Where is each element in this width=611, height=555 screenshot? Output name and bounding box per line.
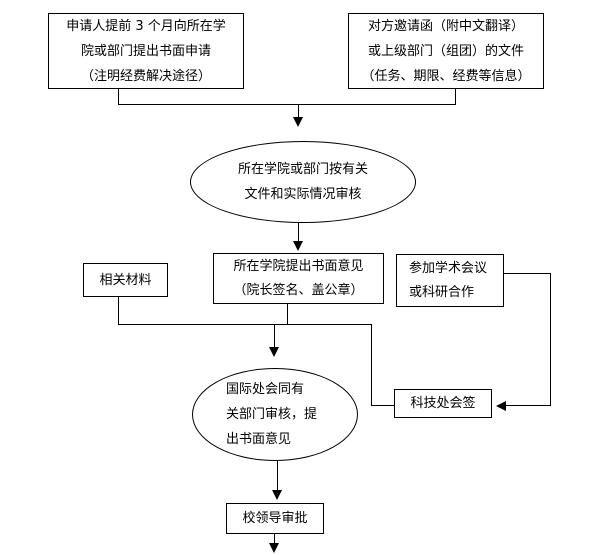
- arrowhead-to-college-opinion: [293, 241, 303, 251]
- connector-middle-bus: [118, 324, 372, 325]
- node-line: 参加学术会议: [409, 260, 488, 276]
- node-line: 申请人提前 3 个月向所在学: [66, 18, 226, 34]
- flowchart-node-related-materials: 相关材料: [83, 263, 168, 297]
- node-line: 科技处会签: [410, 396, 476, 411]
- connector-materials-down: [118, 296, 119, 325]
- connector-bus-to-review-stem: [298, 104, 299, 118]
- node-line: 关部门审核，提: [226, 407, 318, 422]
- connector-opinion-down: [287, 303, 288, 325]
- node-line: 文件和实际情况审核: [244, 187, 362, 202]
- flowchart-node-leader-approval: 校领导审批: [226, 503, 324, 534]
- connector-leader-down-stem: [274, 533, 275, 544]
- flowchart-node-purpose: 参加学术会议 或科研合作: [396, 254, 504, 307]
- flowchart-node-scitech-countersign: 科技处会签: [394, 389, 492, 418]
- node-line: （注明经费解决途径）: [80, 68, 211, 84]
- arrowhead-flow-continues: [269, 543, 279, 553]
- node-line: （院长签名、盖公章）: [233, 282, 364, 298]
- flowchart-node-intl-office-review: 国际处会同有 关部门审核，提 出书面意见: [192, 368, 358, 461]
- connector-top-bus: [118, 104, 456, 105]
- connector-invite-down: [455, 88, 456, 105]
- arrowhead-to-leader-approval: [272, 490, 282, 500]
- node-line: 出书面意见: [226, 432, 292, 447]
- connector-bus-to-intl-stem: [274, 324, 275, 348]
- connector-apply-down: [118, 88, 119, 105]
- connector-purpose-to-scitech: [506, 405, 551, 406]
- flowchart-node-college-review: 所在学院或部门按有关 文件和实际情况审核: [190, 141, 416, 223]
- node-line: 相关材料: [99, 272, 152, 288]
- arrowhead-to-college-review: [293, 117, 303, 127]
- node-line: 对方邀请函（附中文翻译）: [367, 18, 524, 34]
- connector-bus-to-scitech-vertical: [371, 324, 372, 406]
- node-line: 国际处会同有: [226, 382, 305, 397]
- flowchart-node-apply: 申请人提前 3 个月向所在学 院或部门提出书面申请 （注明经费解决途径）: [48, 13, 244, 89]
- node-line: 所在学院提出书面意见: [233, 258, 364, 274]
- node-line: 所在学院或部门按有关: [237, 162, 368, 177]
- connector-intl-to-leader-stem: [277, 460, 278, 491]
- connector-purpose-right: [503, 273, 550, 274]
- connector-review-to-opinion-stem: [298, 222, 299, 242]
- connector-bus-to-scitech-horizontal: [371, 405, 394, 406]
- connector-purpose-vertical: [550, 273, 551, 406]
- node-line: （任务、期限、经费等信息）: [361, 68, 531, 84]
- node-line: 校领导审批: [242, 511, 308, 526]
- arrowhead-to-intl-review: [269, 347, 279, 357]
- node-line: 或上级部门（组团）的文件: [367, 43, 524, 59]
- flowchart-node-college-opinion: 所在学院提出书面意见 （院长签名、盖公章）: [213, 253, 384, 304]
- node-line: 或科研合作: [409, 284, 475, 300]
- arrowhead-to-scitech: [496, 401, 506, 411]
- flowchart-node-invitation-documents: 对方邀请函（附中文翻译） 或上级部门（组团）的文件 （任务、期限、经费等信息）: [348, 13, 544, 89]
- node-line: 院或部门提出书面申请: [80, 43, 211, 59]
